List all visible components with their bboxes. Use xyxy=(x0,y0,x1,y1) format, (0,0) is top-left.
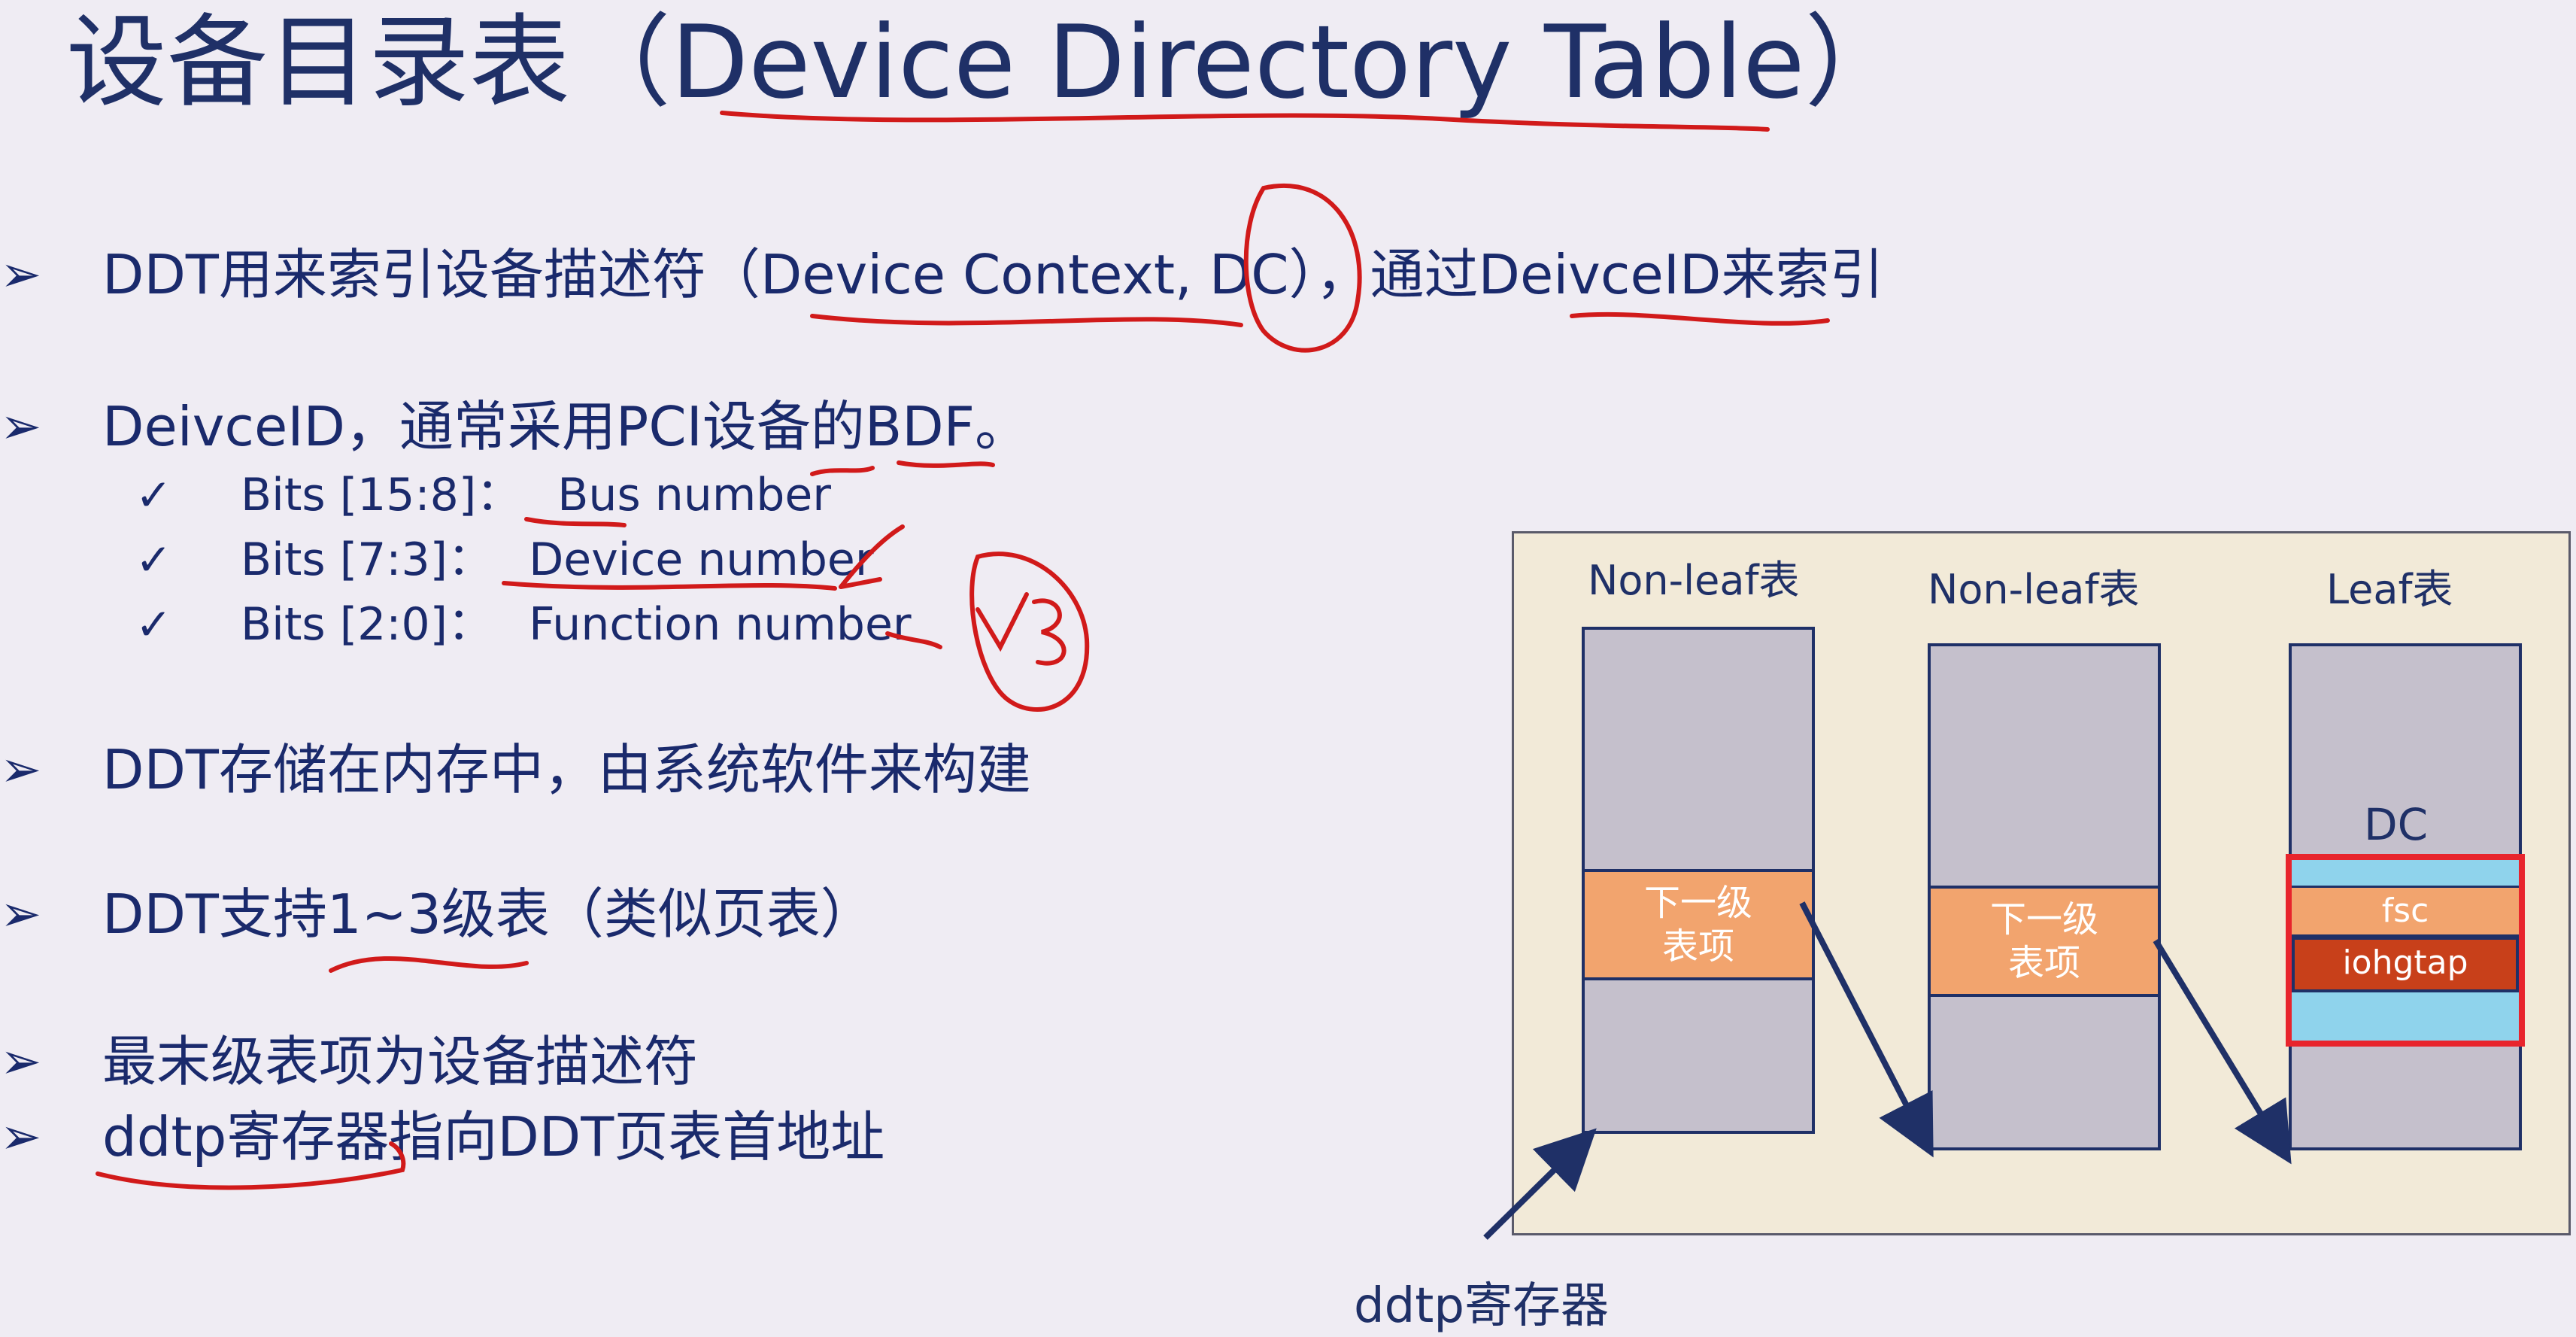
bullet-marker: ➢ xyxy=(0,885,42,943)
bullet-ddtp-register: ddtp寄存器指向DDT页表首地址 xyxy=(102,1105,885,1168)
dc-label: DC xyxy=(2364,799,2429,850)
device-context-box: fsc iohgtap xyxy=(2286,854,2525,1047)
page-title: 设备目录表（Device Directory Table） xyxy=(66,4,1906,121)
table-label-nonleaf-2: Non-leaf表 xyxy=(1928,566,2140,613)
ddtp-register-label: ddtp寄存器 xyxy=(1354,1278,1609,1334)
leaf-table: DC fsc iohgtap xyxy=(2286,643,2525,1150)
bdf-field-function: Bits [2:0]： Function number xyxy=(241,594,912,655)
bullet-marker: ➢ xyxy=(0,245,42,303)
bullet-marker: ➢ xyxy=(0,1108,42,1165)
bdf-field-device: Bits [7:3]： Device number xyxy=(241,530,874,590)
pointer-arrow-1 xyxy=(1799,901,1934,1158)
handwriting xyxy=(96,111,1830,1190)
check-icon: ✓ xyxy=(135,469,172,521)
entry-line: 下一级 xyxy=(1989,898,2098,940)
dc-stripe xyxy=(2292,860,2519,886)
bullet-ddt-index: DDT用来索引设备描述符（Device Context, DC），通过Deivc… xyxy=(102,243,1884,306)
ddt-diagram: Non-leaf表 Non-leaf表 Leaf表 下一级 表项 下一级 表项 … xyxy=(1512,531,2571,1235)
bullet-marker: ➢ xyxy=(0,1032,42,1090)
dc-stripe xyxy=(2292,992,2519,1041)
bullet-last-level: 最末级表项为设备描述符 xyxy=(102,1030,699,1093)
bullet-ddt-levels: DDT支持1~3级表（类似页表） xyxy=(102,883,875,946)
bdf-name: Bus number xyxy=(557,469,831,521)
entry-line: 下一级 xyxy=(1643,882,1752,924)
dc-field-fsc: fsc xyxy=(2292,886,2519,937)
bullet-marker: ➢ xyxy=(0,740,42,798)
check-icon: ✓ xyxy=(135,599,172,650)
bullet-marker: ➢ xyxy=(0,397,42,455)
dc-field-iohgtap: iohgtap xyxy=(2292,937,2519,992)
bdf-name: Device number xyxy=(529,533,874,586)
bullet-deviceid-bdf: DeivceID，通常采用PCI设备的BDF。 xyxy=(102,395,1030,458)
bdf-bits: Bits [7:3]： xyxy=(241,533,493,586)
bdf-bits: Bits [2:0]： xyxy=(241,598,493,651)
nonleaf-table-1: 下一级 表项 xyxy=(1582,627,1815,1134)
table-label-nonleaf-1: Non-leaf表 xyxy=(1588,557,1800,604)
bullet-ddt-memory: DDT存储在内存中，由系统软件来构建 xyxy=(102,738,1031,801)
nonleaf-table-2: 下一级 表项 xyxy=(1928,643,2161,1150)
bdf-bits: Bits [15:8]： xyxy=(241,469,522,521)
next-level-entry: 下一级 表项 xyxy=(1931,886,2158,997)
next-level-entry: 下一级 表项 xyxy=(1585,869,1812,980)
table-label-leaf: Leaf表 xyxy=(2326,566,2453,613)
entry-line: 表项 xyxy=(1661,925,1734,968)
bdf-name: Function number xyxy=(529,598,912,651)
bdf-field-bus: Bits [15:8]： Bus number xyxy=(241,465,831,525)
ddtp-arrow xyxy=(1483,1128,1597,1240)
pointer-arrow-2 xyxy=(2153,938,2292,1165)
entry-line: 表项 xyxy=(2007,942,2080,984)
check-icon: ✓ xyxy=(135,534,172,585)
